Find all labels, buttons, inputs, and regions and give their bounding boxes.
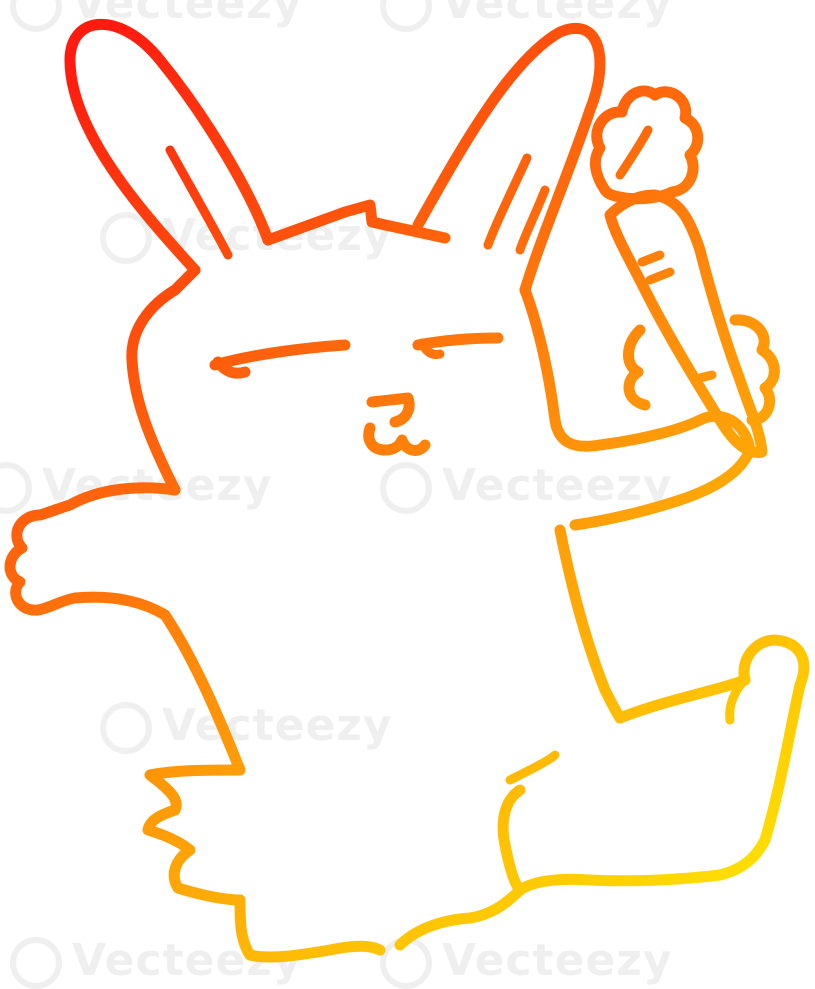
body-left [159, 609, 246, 776]
left-paw [4, 509, 81, 616]
left-eye [209, 339, 351, 371]
right-leg [614, 674, 751, 724]
carrot-lines [637, 250, 717, 383]
right-thigh-inner [497, 784, 526, 896]
left-foot [234, 894, 386, 963]
head-left-side [126, 264, 201, 496]
right-eye-lid [417, 338, 445, 359]
carrot-leaves [589, 85, 704, 205]
right-thigh [514, 869, 726, 896]
left-eye-lid [212, 356, 251, 379]
bottom-foot [394, 884, 526, 951]
belly-curve [505, 750, 560, 785]
right-foot-toe [725, 675, 750, 725]
head-right-side [519, 284, 606, 452]
right-eye [412, 332, 504, 351]
right-ear-inner-2 [515, 185, 550, 255]
right-paw-fingers [623, 314, 780, 426]
head-top [262, 199, 451, 246]
body-right [554, 524, 626, 724]
left-arm-top [34, 482, 181, 521]
right-foot [714, 634, 810, 881]
left-leg [142, 764, 246, 906]
carrot-body [604, 189, 768, 458]
right-ear [412, 22, 606, 296]
left-arm-bottom [69, 591, 171, 621]
left-ear [64, 18, 274, 276]
left-ear-inner [165, 145, 233, 260]
nose [366, 392, 415, 428]
carrot-leaf-vein [615, 125, 653, 180]
mouth [363, 422, 431, 456]
right-ear-inner [483, 153, 532, 250]
